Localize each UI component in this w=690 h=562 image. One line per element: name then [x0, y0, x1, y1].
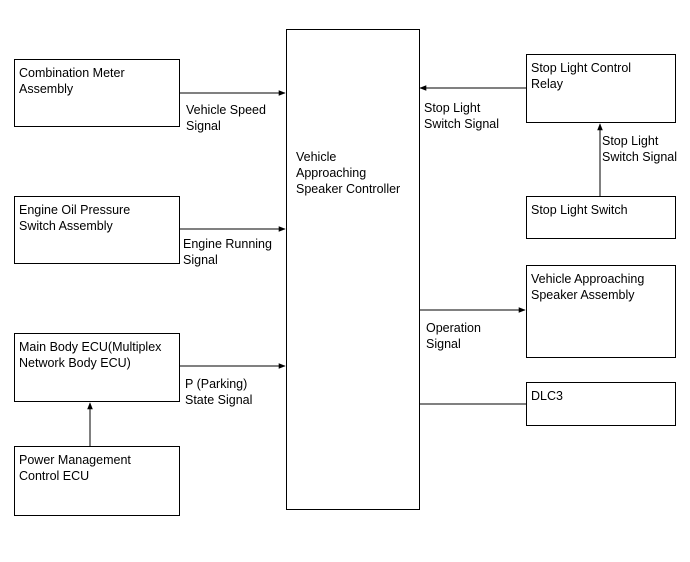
- power-management-label: Power Management Control ECU: [19, 453, 131, 483]
- stop-light-switch-label: Stop Light Switch: [531, 203, 628, 217]
- engine-running-signal-label: Engine Running Signal: [183, 237, 272, 267]
- stop-light-switch-block: Stop Light Switch: [526, 196, 676, 239]
- operation-signal-label: Operation Signal: [426, 321, 481, 351]
- power-management-block: Power Management Control ECU: [14, 446, 180, 516]
- engine-oil-switch-block: Engine Oil Pressure Switch Assembly: [14, 196, 180, 264]
- speaker-assembly-block: Vehicle Approaching Speaker Assembly: [526, 265, 676, 358]
- stop-light-relay-block: Stop Light Control Relay: [526, 54, 676, 123]
- combination-meter-block: Combination Meter Assembly: [14, 59, 180, 127]
- main-body-ecu-label: Main Body ECU(Multiplex Network Body ECU…: [19, 340, 162, 370]
- speaker-assembly-label: Vehicle Approaching Speaker Assembly: [531, 272, 645, 302]
- parking-state-signal-label: P (Parking) State Signal: [185, 377, 253, 407]
- stop-light-signal-label-relay: Stop Light Switch Signal: [602, 134, 678, 164]
- vehicle-speed-signal-label: Vehicle Speed Signal: [186, 103, 266, 133]
- controller-label: Vehicle Approaching Speaker Controller: [296, 150, 401, 196]
- combination-meter-label: Combination Meter Assembly: [19, 66, 125, 96]
- stop-light-signal-label-controller: Stop Light Switch Signal: [424, 101, 500, 131]
- main-body-ecu-block: Main Body ECU(Multiplex Network Body ECU…: [14, 333, 180, 402]
- dlc3-label: DLC3: [531, 389, 563, 403]
- controller-block: Vehicle Approaching Speaker Controller: [286, 29, 420, 510]
- dlc3-block: DLC3: [526, 382, 676, 426]
- engine-oil-switch-label: Engine Oil Pressure Switch Assembly: [19, 203, 131, 233]
- stop-light-relay-label: Stop Light Control Relay: [531, 61, 632, 91]
